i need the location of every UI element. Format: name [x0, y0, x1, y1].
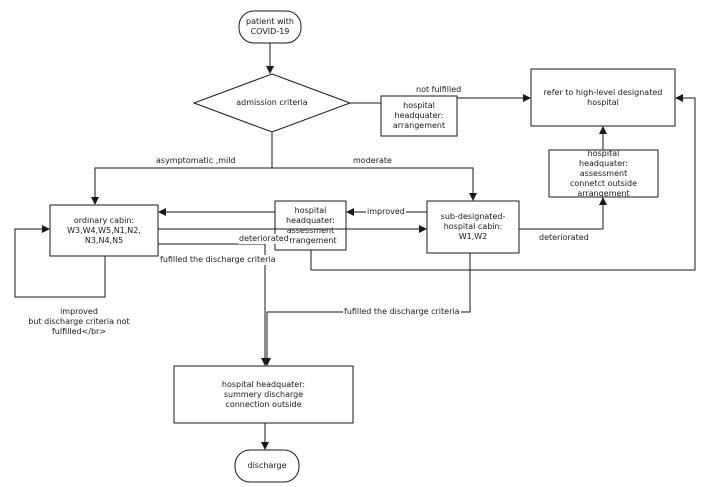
edge-ordinary-cabin-to-hq-discharge — [158, 243, 269, 366]
edge-label-fulfilled-left: fufilled the discharge criteria — [159, 255, 277, 265]
edge-label-improved: improved — [366, 207, 406, 217]
edge-label-fulfilled-right: fufilled the discharge criteria — [343, 307, 461, 317]
hq-arrangement-node-shape — [380, 95, 458, 137]
edge-label-moderate: moderate — [353, 156, 392, 165]
discharge-node-shape — [234, 449, 300, 483]
hq-assessment-label: hospital headquater: assessment arrangem… — [284, 205, 337, 245]
edge-label-deteriorated-left: deteriorated — [238, 234, 290, 244]
hq-discharge-label: hospital headquater: summery discharge c… — [221, 379, 306, 409]
edge-sub-designated-to-hq-outside — [519, 197, 607, 230]
ordinary-cabin-label: ordinary cabin: W3,W4,W5,N1,N2, N3,N4,N5 — [67, 215, 141, 245]
hq-discharge-node-shape — [173, 365, 354, 424]
hq-assessment-outside-label: hospital headquater: assessment connetct… — [569, 148, 638, 198]
sub-designated-cabin-label: sub-designated- hospital cabin: W1,W2 — [440, 212, 506, 241]
edge-label-not-fulfilled: not fulfilled — [416, 85, 462, 94]
admission-criteria-label: admission criteria — [236, 98, 308, 107]
sub-designated-cabin-node-shape — [426, 200, 520, 254]
edge-ordinary-cabin-self-loop — [14, 225, 106, 298]
hq-arrangement-label: hospital headquater: arrangement — [392, 101, 446, 130]
high-level-hospital-label: refer to high-level designated hospital — [543, 87, 663, 107]
hq-assessment-outside-node-shape — [548, 149, 659, 198]
edge-split-to-sub-designated — [272, 167, 477, 201]
edge-label-improved-loop: improved but discharge criteria not fulf… — [28, 307, 130, 336]
edge-hq-assessment-to-high-level-loop — [310, 94, 696, 271]
ordinary-cabin-node-shape — [49, 204, 159, 257]
discharge-node-label: discharge — [247, 461, 287, 470]
edge-label-asymptomatic-mild: asymptomatic ,mild — [156, 156, 236, 165]
edge-label-deteriorated-right: deteriorated — [539, 233, 589, 242]
edge-split-to-ordinary-cabin — [91, 167, 272, 205]
start-node-label: patient with COVID-19 — [246, 17, 294, 36]
